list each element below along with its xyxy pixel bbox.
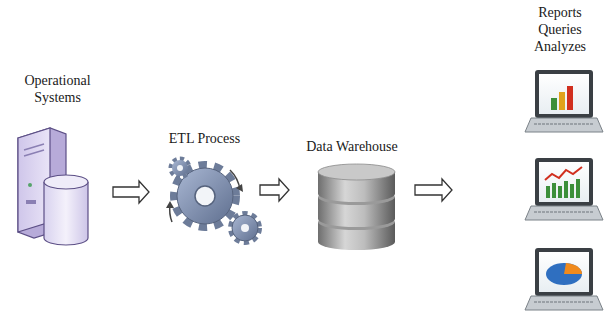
block-arrow — [415, 179, 452, 201]
warehouse-icon — [318, 164, 395, 250]
stage-label: Operational Systems — [5, 72, 110, 106]
block-arrow — [260, 179, 289, 201]
stage-label: Reports Queries Analyzes — [521, 4, 599, 55]
stage-label: ETL Process — [152, 130, 257, 147]
stage-node: Data Warehouse — [292, 138, 412, 248]
gears-icon — [166, 159, 259, 242]
laptop-pie-chart — [525, 248, 603, 310]
stage-node: Reports Queries Analyzes — [455, 4, 605, 322]
laptop-bar-chart — [525, 70, 603, 132]
database-icon — [44, 175, 88, 245]
stage-node: ETL Process — [152, 130, 257, 245]
stage-node: Operational Systems — [5, 72, 110, 247]
laptop-line-chart — [525, 158, 603, 220]
stage-label: Data Warehouse — [292, 138, 412, 155]
block-arrow — [113, 181, 149, 203]
